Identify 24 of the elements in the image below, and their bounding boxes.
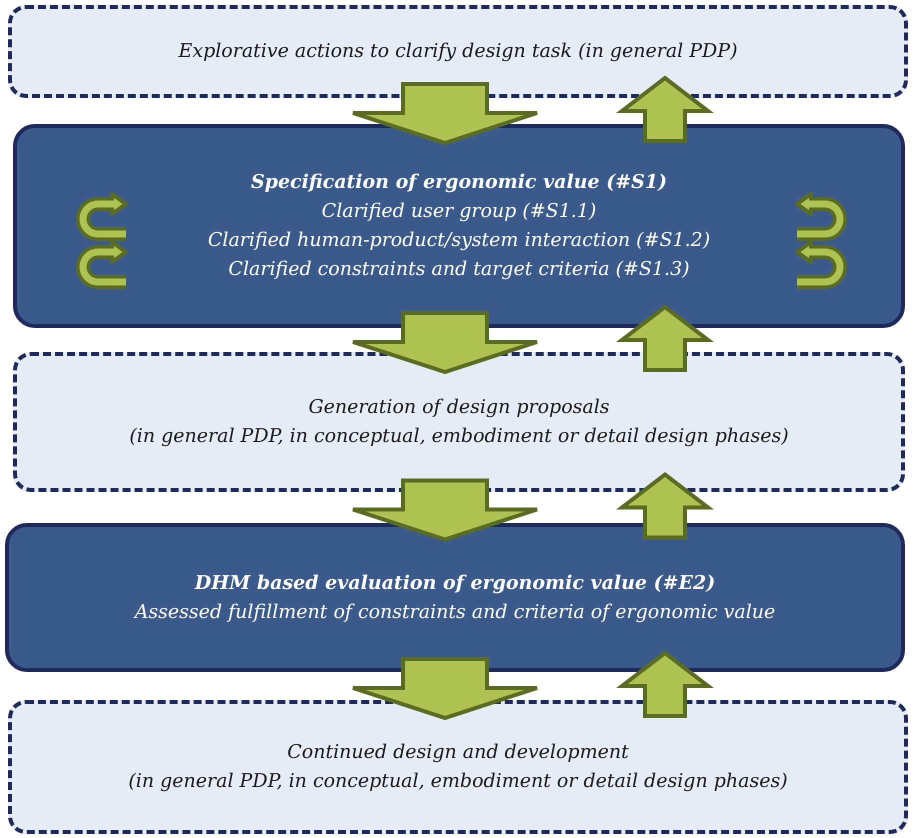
step-text: Generation of design proposals <box>308 395 610 420</box>
step-text: Continued design and development <box>287 740 629 765</box>
step-text: (in general PDP, in conceptual, embodiment or detail design phases) <box>128 769 788 794</box>
block-arrow <box>351 311 539 374</box>
step-box <box>5 523 905 672</box>
step-box <box>13 124 905 328</box>
step-text: Clarified human-product/system interaction (#S1.2) <box>208 228 710 253</box>
block-arrow <box>351 82 539 146</box>
step-text: Clarified user group (#S1.1) <box>322 199 596 224</box>
step-text: Clarified constraints and target criteria (#S1.3) <box>228 257 690 282</box>
step-text: (in general PDP, in conceptual, embodiment or detail design phases) <box>129 424 789 449</box>
block-arrow <box>616 304 714 372</box>
block-arrow <box>351 657 539 720</box>
block-arrow <box>616 472 714 540</box>
step-heading: Specification of ergonomic value (#S1) <box>250 170 668 195</box>
step-text: Explorative actions to clarify design task (in general PDP) <box>178 39 738 64</box>
block-arrow <box>616 650 714 718</box>
phase-box <box>13 352 905 492</box>
phase-box <box>8 700 908 834</box>
step-text: Assessed fulfillment of constraints and criteria of ergonomic value <box>134 600 776 624</box>
block-arrow <box>616 75 714 143</box>
phase-box <box>8 5 908 98</box>
block-arrow <box>351 478 539 542</box>
step-heading: DHM based evaluation of ergonomic value (#E2) <box>194 570 716 596</box>
